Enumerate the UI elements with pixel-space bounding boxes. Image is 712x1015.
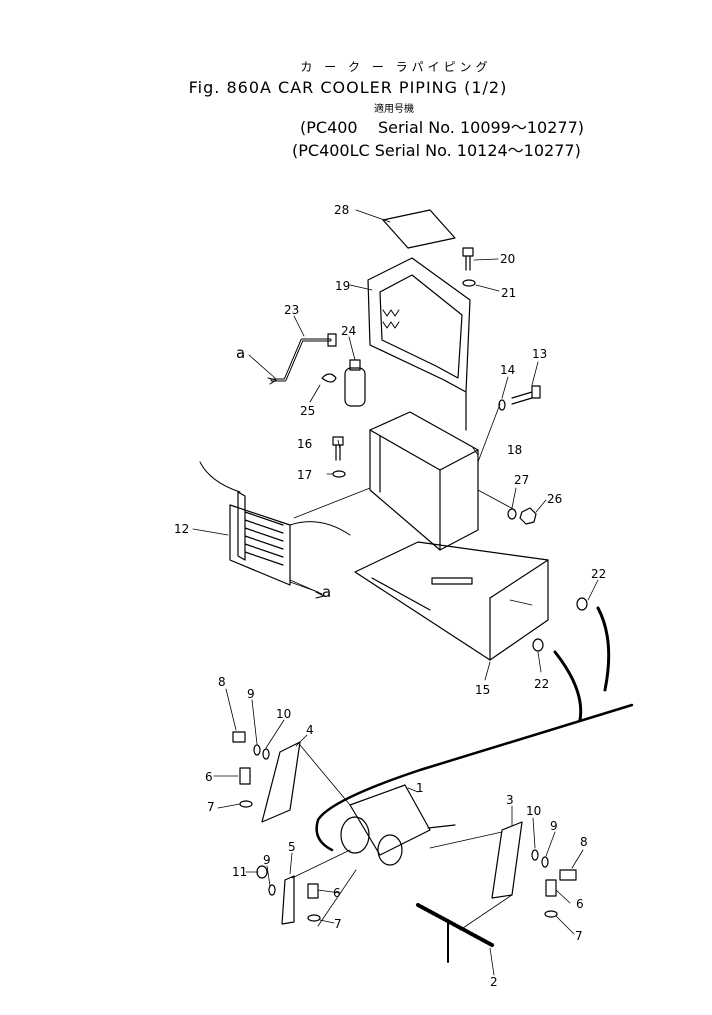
japanese-title: カ ー ク ー ラパイピング — [300, 60, 492, 74]
callout-16: 16 — [297, 437, 312, 451]
callout-9-mid: 9 — [263, 853, 271, 867]
callout-13: 13 — [532, 347, 547, 361]
callout-11: 11 — [232, 865, 247, 879]
label-plate-part — [382, 209, 456, 249]
callout-25: 25 — [300, 404, 315, 418]
figure-title: Fig. 860A CAR COOLER PIPING (1/2) — [188, 78, 508, 97]
callout-20: 20 — [500, 252, 515, 266]
callout-18: 18 — [507, 443, 522, 457]
callout-8-left: 8 — [218, 675, 226, 689]
callout-14: 14 — [500, 363, 515, 377]
bracket-5-part — [281, 875, 295, 925]
bracket-4-part — [261, 741, 301, 823]
bolt-20-part — [462, 247, 476, 287]
bolt-13-part — [498, 385, 541, 411]
callout-6-mid: 6 — [333, 886, 341, 900]
callout-1: 1 — [416, 781, 424, 795]
callout-23: 23 — [284, 303, 299, 317]
callout-a-upper: a — [236, 344, 245, 362]
callout-24: 24 — [341, 324, 356, 338]
callout-labels: 28 20 21 19 23 24 a 25 14 13 16 18 17 27… — [174, 203, 606, 989]
callout-7-right: 7 — [575, 929, 583, 943]
refrigerant-tube-part — [315, 703, 634, 852]
evaporator-unit-part — [199, 461, 351, 586]
receiver-drier-part — [344, 359, 366, 407]
hose-part — [532, 597, 611, 722]
callout-19: 19 — [335, 279, 350, 293]
callout-28: 28 — [334, 203, 349, 217]
callout-6-left: 6 — [205, 770, 213, 784]
applicability-label: 適用号機 — [374, 104, 414, 115]
hardware-parts — [232, 731, 577, 922]
base-plate-part — [354, 541, 549, 661]
pipe-part — [270, 333, 337, 382]
callout-9-left: 9 — [247, 687, 255, 701]
serial-range-pc400lc: (PC400LC Serial No. 10124～10277) — [292, 141, 581, 160]
callout-3: 3 — [506, 793, 514, 807]
callout-10-right: 10 — [526, 804, 541, 818]
serial-range-pc400: (PC400 Serial No. 10099～10277) — [300, 118, 584, 137]
callout-12: 12 — [174, 522, 189, 536]
callout-6-right: 6 — [576, 897, 584, 911]
callout-15: 15 — [475, 683, 490, 697]
callout-2: 2 — [490, 975, 498, 989]
clamp-part — [321, 373, 337, 383]
assembly-lines — [289, 403, 533, 931]
callout-9-right: 9 — [550, 819, 558, 833]
callout-7-left: 7 — [207, 800, 215, 814]
callout-27: 27 — [514, 473, 529, 487]
callout-5: 5 — [288, 840, 296, 854]
callout-a-lower: a — [322, 583, 331, 601]
callout-22-lower: 22 — [534, 677, 549, 691]
callout-17: 17 — [297, 468, 312, 482]
callout-26: 26 — [547, 492, 562, 506]
compressor-part — [340, 784, 456, 866]
cover-part — [367, 257, 471, 431]
bracket-part — [369, 411, 479, 551]
callout-21: 21 — [501, 286, 516, 300]
spring-part — [416, 903, 494, 963]
nut-26-part — [507, 507, 537, 525]
callout-10-left: 10 — [276, 707, 291, 721]
arrow-marks — [267, 377, 325, 599]
callout-4: 4 — [306, 723, 314, 737]
callout-8-right: 8 — [580, 835, 588, 849]
leader-lines — [192, 209, 599, 976]
callout-7-mid: 7 — [334, 917, 342, 931]
callout-22-upper: 22 — [591, 567, 606, 581]
